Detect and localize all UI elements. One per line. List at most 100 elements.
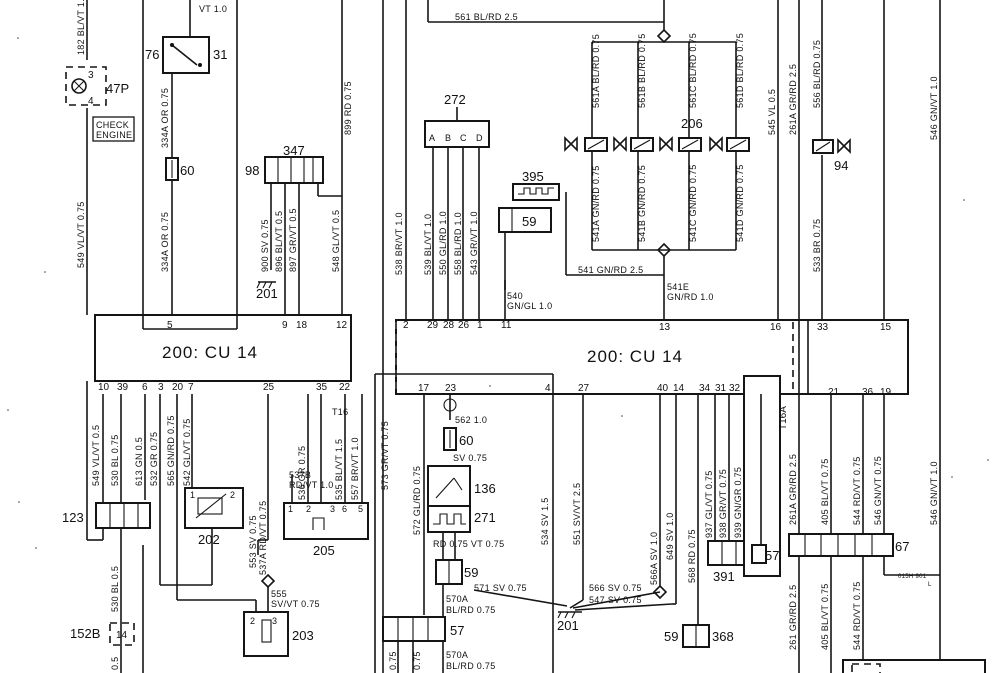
svg-text:3: 3 xyxy=(272,616,277,626)
svg-text:11: 11 xyxy=(501,320,512,331)
svg-text:4: 4 xyxy=(545,383,551,394)
svg-text:23: 23 xyxy=(445,383,457,394)
svg-text:L: L xyxy=(928,582,932,588)
connector-368: 59 368 xyxy=(664,624,734,648)
svg-text:C: C xyxy=(460,133,467,143)
connector-347: 347 98 899 RD 0.75 900 SV 0.75 896 BL/VT… xyxy=(245,0,353,315)
svg-text:558 BL/RD 1.0: 558 BL/RD 1.0 xyxy=(453,212,463,275)
connector-59b: 59 570A BL/RD 0.75 570A BL/RD 0.75 xyxy=(435,533,496,673)
svg-text:566A SV 1.0: 566A SV 1.0 xyxy=(649,532,659,585)
svg-text:12: 12 xyxy=(336,320,348,331)
svg-text:20: 20 xyxy=(172,382,184,393)
svg-text:VT 1.0: VT 1.0 xyxy=(199,4,227,14)
top-left-wiring: 182 BL/VT 1.0 549 VL/VT 0.75 3 4 47P CHE… xyxy=(65,0,353,330)
valve-symbol xyxy=(613,136,654,152)
label-391: 391 xyxy=(713,569,735,584)
svg-text:1: 1 xyxy=(190,490,195,500)
valve-block-206: 541 GN/RD 2.5 541E GN/RD 1.0 561A BL/RD … xyxy=(564,22,750,320)
label-57b: 57 xyxy=(765,548,779,563)
sensor-203: 2 3 203 xyxy=(243,600,314,657)
svg-text:B: B xyxy=(445,133,451,143)
bottom-left-wiring: 549 VL/VT 0.5 530 BL 0.75 613 GN 0.5 532… xyxy=(62,381,369,673)
svg-text:550 GL/RD 1.0: 550 GL/RD 1.0 xyxy=(438,211,448,275)
svg-text:10: 10 xyxy=(98,382,110,393)
control-unit-right: 200: CU 14 2 29 28 26 1 11 13 16 33 15 1… xyxy=(394,319,909,398)
label-14: 14 xyxy=(116,630,128,641)
svg-text:182 BL/VT 1.0: 182 BL/VT 1.0 xyxy=(76,0,86,55)
svg-text:534 SV 1.5: 534 SV 1.5 xyxy=(540,497,550,545)
svg-text:1: 1 xyxy=(477,320,483,331)
svg-text:5: 5 xyxy=(167,320,173,331)
svg-text:25: 25 xyxy=(263,382,275,393)
svg-text:573 GR/VT 0.75: 573 GR/VT 0.75 xyxy=(380,421,390,490)
svg-text:CHECK: CHECK xyxy=(96,120,129,130)
check-engine-lamp: 3 4 47P CHECK ENGINE xyxy=(65,66,135,142)
label-395: 395 xyxy=(522,169,544,184)
svg-text:22: 22 xyxy=(339,382,351,393)
svg-text:015H 901: 015H 901 xyxy=(898,574,927,580)
svg-text:2: 2 xyxy=(403,320,409,331)
svg-text:541D GN/RD 0.75: 541D GN/RD 0.75 xyxy=(735,164,745,242)
svg-text:532 GR 0.75: 532 GR 0.75 xyxy=(149,432,159,486)
svg-text:D: D xyxy=(476,133,483,143)
relay-76: 76 31 VT 1.0 334A OR 0.75 60 334A OR 0.7… xyxy=(142,0,238,330)
sensor-271: 271 xyxy=(427,505,496,533)
svg-text:405 BL/VT 0.75: 405 BL/VT 0.75 xyxy=(820,458,830,525)
label-59b: 59 xyxy=(464,565,478,580)
svg-text:261 GR/RD 2.5: 261 GR/RD 2.5 xyxy=(788,585,798,650)
label-136: 136 xyxy=(474,481,496,496)
svg-text:2: 2 xyxy=(306,504,311,514)
svg-text:557 BR/VT 1.0: 557 BR/VT 1.0 xyxy=(350,437,360,500)
svg-text:546 GN/VT 0.75: 546 GN/VT 0.75 xyxy=(873,456,883,525)
bottom-middle-wiring: 573 GR/VT 0.75 572 GL/RD 0.75 562 1.0 60… xyxy=(374,373,789,673)
svg-text:549 VL/VT 0.75: 549 VL/VT 0.75 xyxy=(76,201,86,268)
svg-text:334A OR 0.75: 334A OR 0.75 xyxy=(160,88,170,148)
svg-text:4: 4 xyxy=(88,96,94,107)
valve-symbol xyxy=(709,136,750,152)
svg-text:537A RD/VT 0.75: 537A RD/VT 0.75 xyxy=(258,501,268,575)
label-47p: 47P xyxy=(106,81,129,96)
svg-text:530 BL 0.75: 530 BL 0.75 xyxy=(110,434,120,486)
svg-text:551 SV/VT 2.5: 551 SV/VT 2.5 xyxy=(572,483,582,545)
svg-text:541E: 541E xyxy=(667,282,689,292)
svg-text:40: 40 xyxy=(657,383,669,394)
svg-text:3: 3 xyxy=(330,504,335,514)
svg-text:540: 540 xyxy=(507,291,523,301)
svg-text:546 GN/VT 1.0: 546 GN/VT 1.0 xyxy=(929,76,939,140)
svg-text:543 GR/VT 1.0: 543 GR/VT 1.0 xyxy=(469,211,479,275)
svg-text:545 VL 0.5: 545 VL 0.5 xyxy=(767,89,777,135)
connector-123: 123 xyxy=(62,502,151,529)
cu-right-label: 200: CU 14 xyxy=(587,347,683,366)
svg-text:SV 0.75: SV 0.75 xyxy=(453,453,487,463)
svg-text:ENGINE: ENGINE xyxy=(96,130,132,140)
svg-text:BL/RD 0.75: BL/RD 0.75 xyxy=(446,605,496,615)
svg-text:613 GN 0.5: 613 GN 0.5 xyxy=(134,437,144,486)
svg-text:539 BL/VT 1.0: 539 BL/VT 1.0 xyxy=(423,214,433,275)
svg-text:29: 29 xyxy=(427,320,439,331)
label-76: 76 xyxy=(145,47,159,62)
svg-text:548 GL/VT 0.5: 548 GL/VT 0.5 xyxy=(331,210,341,272)
svg-text:334A OR 0.75: 334A OR 0.75 xyxy=(160,212,170,272)
svg-text:897 GR/VT 0.5: 897 GR/VT 0.5 xyxy=(288,208,298,272)
label-60b: 60 xyxy=(459,433,473,448)
label-94: 94 xyxy=(834,158,848,173)
svg-text:546 GN/VT 1.0: 546 GN/VT 1.0 xyxy=(929,461,939,525)
svg-text:541A GN/RD 0.75: 541A GN/RD 0.75 xyxy=(591,165,601,242)
svg-text:32: 32 xyxy=(729,383,741,394)
label-272: 272 xyxy=(444,92,466,107)
svg-text:261A GR/RD 2.5: 261A GR/RD 2.5 xyxy=(788,64,798,135)
svg-text:561C BL/RD 0.75: 561C BL/RD 0.75 xyxy=(688,33,698,108)
svg-text:15: 15 xyxy=(880,322,892,333)
label-t16a: T16A xyxy=(778,406,789,430)
svg-text:649 SV 1.0: 649 SV 1.0 xyxy=(665,512,675,560)
svg-text:541 GN/RD 2.5: 541 GN/RD 2.5 xyxy=(578,265,643,275)
svg-text:556 BL/RD 0.75: 556 BL/RD 0.75 xyxy=(812,40,822,108)
label-201b: 201 xyxy=(557,618,579,633)
valve-symbol xyxy=(659,136,702,152)
bottom-right-wiring: 261A GR/RD 2.5 405 BL/VT 0.75 544 RD/VT … xyxy=(788,394,986,673)
svg-text:536 OR 0.75: 536 OR 0.75 xyxy=(297,446,307,500)
svg-text:555: 555 xyxy=(271,589,287,599)
svg-text:RD 0.75 VT 0.75: RD 0.75 VT 0.75 xyxy=(433,539,504,549)
label-271: 271 xyxy=(474,510,496,525)
svg-text:18: 18 xyxy=(296,320,308,331)
